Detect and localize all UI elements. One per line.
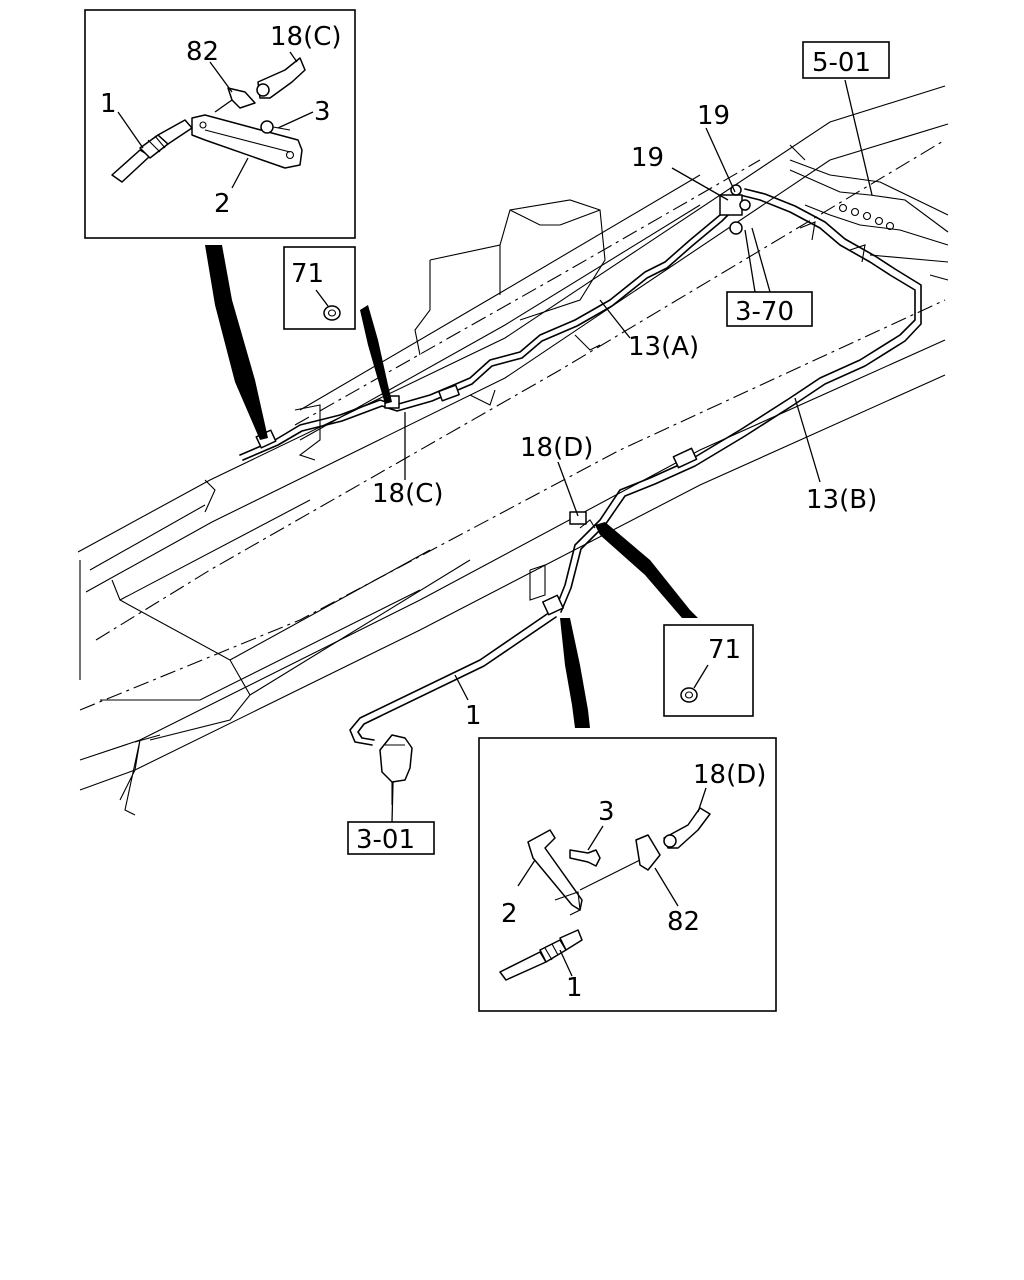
bolt-3-bottom xyxy=(569,849,601,867)
callout-pointers xyxy=(205,245,698,728)
inset-bottom xyxy=(478,737,777,1012)
bracket-2-bottom xyxy=(527,829,583,911)
label-71-left: 71 xyxy=(291,259,324,289)
label-3-bottom: 3 xyxy=(598,797,615,827)
box-3-01 xyxy=(347,821,435,855)
label-18c-main: 18(C) xyxy=(372,479,444,509)
washer-71-left xyxy=(323,305,341,321)
pipe-fittings xyxy=(255,184,751,616)
label-1-main: 1 xyxy=(465,701,482,731)
clip-71-right xyxy=(569,511,587,525)
brake-pipe-13a xyxy=(239,204,733,461)
washers-71 xyxy=(315,289,709,703)
fitting-18c-top xyxy=(257,57,306,99)
callout-labels: 82 18(C) 1 3 2 5-01 19 19 71 3-70 13(A) … xyxy=(100,22,877,1003)
reference-boxes xyxy=(283,41,890,855)
label-82-bottom: 82 xyxy=(667,907,700,937)
fitting-18d xyxy=(542,594,564,616)
label-2-bottom: 2 xyxy=(501,899,518,929)
pointer-top-inset xyxy=(205,245,268,440)
label-19-a: 19 xyxy=(697,101,730,131)
box-71-right xyxy=(663,624,754,717)
leader-lines xyxy=(391,79,873,823)
brake-pipe-1 xyxy=(349,611,557,746)
label-18d-bottom: 18(D) xyxy=(693,760,766,790)
brake-pipe-13b xyxy=(554,188,922,613)
bolt-3-top xyxy=(260,120,274,134)
union-13b xyxy=(672,447,698,469)
mounting-brackets xyxy=(294,221,866,601)
box-5-01 xyxy=(802,41,890,79)
master-cylinder xyxy=(379,734,413,805)
label-82-top: 82 xyxy=(186,37,219,67)
label-13b: 13(B) xyxy=(806,485,877,515)
box-3-70 xyxy=(726,291,813,327)
bracket-2-top xyxy=(191,114,303,169)
label-3-top: 3 xyxy=(314,97,331,127)
label-3-01: 3-01 xyxy=(356,825,415,855)
label-19-b: 19 xyxy=(631,143,664,173)
union-13a xyxy=(438,384,460,402)
pointer-71-left xyxy=(360,305,392,404)
inset-top-left xyxy=(84,9,356,239)
chassis-frame xyxy=(77,85,949,816)
label-2-top: 2 xyxy=(214,189,231,219)
clip-82-top xyxy=(227,87,256,109)
washer-71-right xyxy=(680,687,698,703)
label-1-bottom: 1 xyxy=(566,973,583,1003)
label-18d-main: 18(D) xyxy=(520,433,593,463)
box-71-left xyxy=(283,246,356,330)
label-3-70: 3-70 xyxy=(735,297,794,327)
label-13a: 13(A) xyxy=(628,332,699,362)
label-1-top: 1 xyxy=(100,89,117,119)
label-5-01: 5-01 xyxy=(812,48,871,78)
label-71-right: 71 xyxy=(708,635,741,665)
label-18c-top: 18(C) xyxy=(270,22,342,52)
pointer-bottom-inset xyxy=(560,618,590,728)
pointer-71-right xyxy=(595,522,698,618)
bolt-19-b xyxy=(739,199,751,211)
junction-lower xyxy=(729,221,743,235)
